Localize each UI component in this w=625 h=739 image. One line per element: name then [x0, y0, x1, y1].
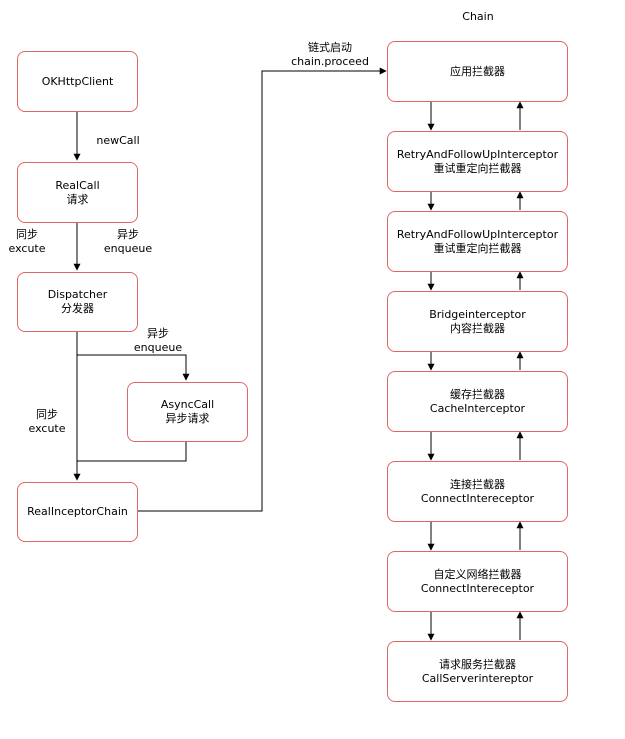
text-line: excute: [28, 422, 66, 435]
text-line: RetryAndFollowUpInterceptor: [396, 147, 559, 161]
text-line: 异步: [117, 228, 139, 241]
text-line: 请求: [66, 192, 89, 206]
text-line: newCall: [96, 134, 140, 147]
text-line: RetryAndFollowUpInterceptor: [396, 227, 559, 241]
edge-chain-proceed: [137, 67, 387, 512]
text-line: AsyncCall: [160, 398, 215, 411]
node-okhttpclient: OKHttpClient: [17, 51, 138, 112]
text-line: ConnectIntereceptor: [420, 491, 535, 505]
text-line: ConnectIntereceptor: [420, 581, 535, 595]
text-line: 请求服务拦截器: [439, 657, 516, 671]
text-line: 缓存拦截器: [450, 387, 505, 401]
text-line: 分发器: [61, 302, 94, 315]
edge-dispatcher-asynccall: [77, 354, 190, 381]
text-line: chain.proceed: [291, 55, 369, 68]
text-line: 重试重定向拦截器: [433, 241, 522, 255]
text-line: 内容拦截器: [450, 321, 505, 335]
text-line: 异步: [147, 327, 169, 340]
text-line: 同步: [16, 228, 38, 241]
text-line: OKHttpClient: [41, 74, 114, 88]
text-line: excute: [8, 242, 46, 255]
text-line: 自定义网络拦截器: [433, 567, 522, 581]
text-line: 同步: [36, 408, 58, 421]
edge-asynccall-chain: [77, 441, 187, 462]
text-line: CacheInterceptor: [429, 401, 526, 415]
text-line: 链式启动: [308, 41, 352, 54]
chain-title: Chain: [462, 10, 494, 23]
text-line: CallServerintereptor: [421, 671, 534, 685]
text-line: Bridgeinterceptor: [429, 307, 526, 321]
text-line: enqueue: [133, 341, 183, 354]
text-line: 异步请求: [165, 412, 210, 425]
text-line: Dispatcher: [47, 288, 108, 301]
text-line: RealCall: [55, 178, 100, 192]
text-line: RealInceptorChain: [27, 505, 128, 518]
edges: [73, 67, 524, 641]
text-line: enqueue: [103, 242, 153, 255]
node-realinterceptorchain: RealInceptorChain: [17, 482, 138, 542]
text-line: 连接拦截器: [450, 477, 505, 491]
chain-node-app-interceptor: 应用拦截器: [387, 41, 568, 102]
text-line: 应用拦截器: [450, 64, 505, 78]
text-line: 重试重定向拦截器: [433, 161, 522, 175]
label-newcall: newCall: [88, 134, 148, 148]
